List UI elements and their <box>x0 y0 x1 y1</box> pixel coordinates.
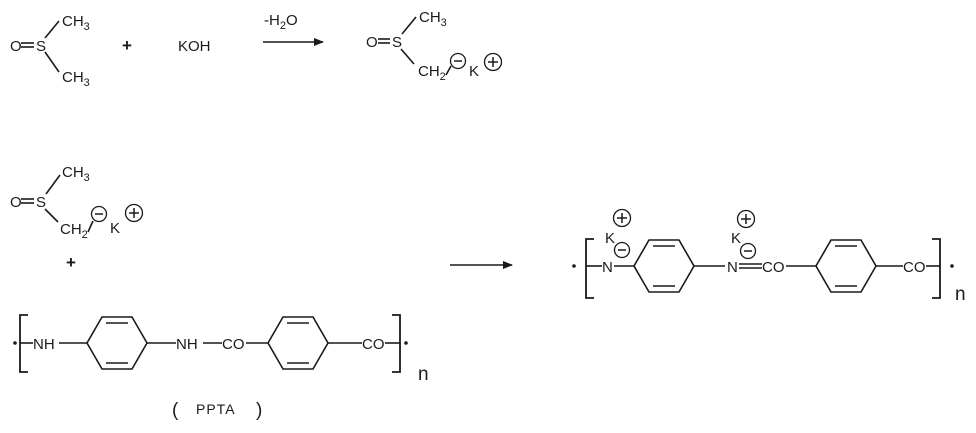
product-nitrogen-2: N <box>727 259 738 276</box>
benzene-ring-1 <box>86 316 148 370</box>
negative-charge-icon <box>613 241 631 259</box>
deprotonated-polymer-product: K N K N CO <box>572 208 966 305</box>
dimsyl-methylene: CH2 <box>418 63 446 83</box>
plus-sign-2: + <box>66 253 76 272</box>
product-repeat-count: n <box>955 284 966 305</box>
ppta-polymer: NH NH CO CO n <box>13 314 429 385</box>
chain-end-dot <box>950 264 954 268</box>
positive-charge-icon <box>483 52 503 72</box>
benzene-ring-4 <box>815 239 877 293</box>
dmso-oxygen: O <box>10 38 22 55</box>
dmso-sulfur: S <box>36 38 46 55</box>
chain-end-dot <box>13 341 17 345</box>
benzene-ring-3 <box>633 239 695 293</box>
negative-charge-icon <box>739 242 757 260</box>
dmso-methyl-bottom: CH3 <box>62 69 90 89</box>
reagent-potassium: K <box>110 220 120 237</box>
positive-charge-icon <box>612 208 632 228</box>
dimsyl-potassium: K <box>469 63 479 80</box>
plus-sign-1: + <box>122 36 132 55</box>
product-potassium-1: K <box>605 230 615 247</box>
dimsyl-potassium-product: O S CH3 CH2 K <box>366 9 503 83</box>
product-potassium-2: K <box>731 230 741 247</box>
product-co-2: CO <box>903 259 926 276</box>
reagent-oxygen: O <box>10 194 22 211</box>
dimsyl-sulfur: S <box>392 34 402 51</box>
ppta-nh-2: NH <box>176 336 198 353</box>
dimsyl-methyl: CH3 <box>419 9 447 29</box>
ppta-nh-1: NH <box>33 336 55 353</box>
negative-charge-icon <box>90 205 108 223</box>
product-nitrogen-1: N <box>602 259 613 276</box>
repeat-bracket-right <box>392 314 401 373</box>
reagent-methyl: CH3 <box>62 164 90 184</box>
koh-reagent: KOH <box>178 38 211 55</box>
reagent-sulfur: S <box>36 194 46 211</box>
product-bracket-left <box>585 238 594 299</box>
chain-end-dot <box>404 341 408 345</box>
ppta-repeat-count: n <box>418 364 429 385</box>
ppta-paren-open: ( <box>172 400 179 421</box>
benzene-ring-2 <box>267 316 329 370</box>
product-bracket-right <box>932 238 941 299</box>
ppta-name: PPTA <box>196 401 236 417</box>
ppta-co-2: CO <box>362 336 385 353</box>
negative-charge-icon <box>449 52 467 70</box>
positive-charge-icon <box>736 209 756 229</box>
dimsyl-potassium-reagent: O S CH3 CH2 K <box>10 164 144 241</box>
reaction-arrow-1: -H2O <box>263 12 324 46</box>
positive-charge-icon <box>124 203 144 223</box>
dmso-molecule: O S CH3 CH3 <box>10 13 90 89</box>
water-loss-condition: -H2O <box>264 12 298 32</box>
dimsyl-oxygen: O <box>366 34 378 51</box>
ppta-label: ( PPTA ) <box>172 400 262 421</box>
chain-end-dot <box>572 264 576 268</box>
product-co-1: CO <box>762 259 785 276</box>
ppta-co-1: CO <box>222 336 245 353</box>
reagent-methylene: CH2 <box>60 221 88 241</box>
dmso-methyl-top: CH3 <box>62 13 90 33</box>
ppta-paren-close: ) <box>256 400 262 421</box>
